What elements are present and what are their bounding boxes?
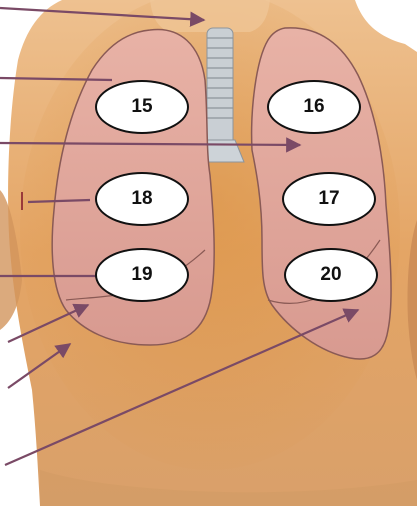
label-number: 19 — [131, 264, 152, 286]
label-oval-17: 17 — [282, 172, 376, 226]
label-number: 17 — [318, 188, 339, 210]
neck — [150, 0, 270, 32]
label-oval-16: 16 — [267, 80, 361, 134]
label-oval-15: 15 — [95, 80, 189, 134]
label-number: 20 — [320, 264, 341, 286]
label-oval-20: 20 — [284, 248, 378, 302]
label-number: 15 — [131, 96, 152, 118]
label-oval-18: 18 — [95, 172, 189, 226]
label-number: 16 — [303, 96, 324, 118]
label-number: 18 — [131, 188, 152, 210]
label-oval-19: 19 — [95, 248, 189, 302]
